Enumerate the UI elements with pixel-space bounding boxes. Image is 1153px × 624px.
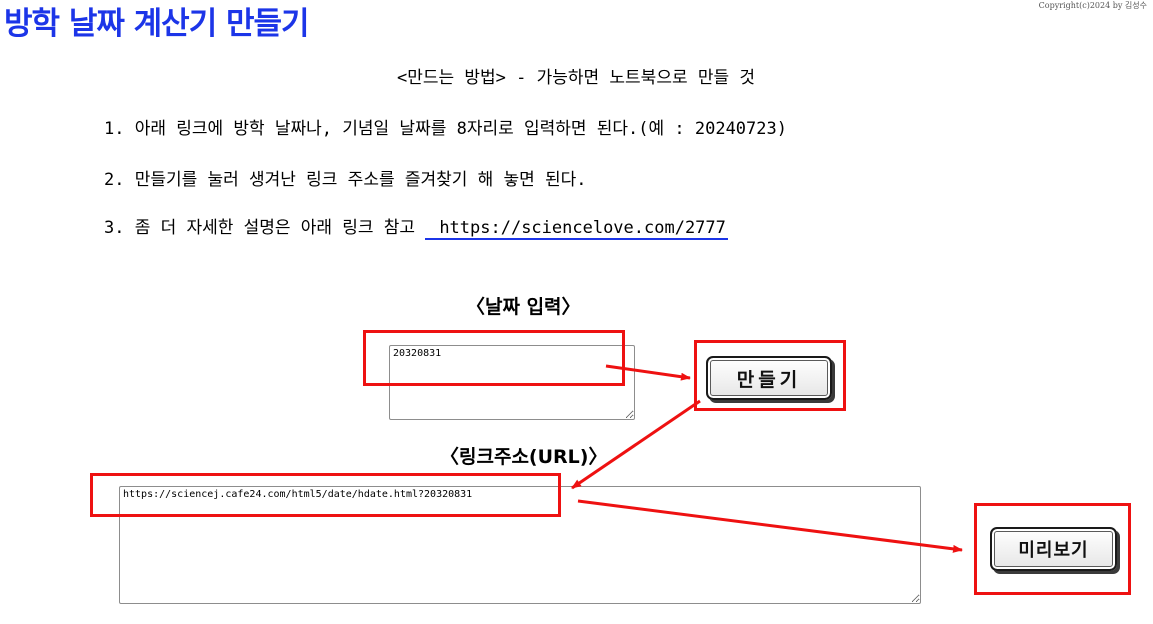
method-heading: <만드는 방법> - 가능하면 노트북으로 만들 것 — [397, 68, 755, 88]
arrow-date-to-make — [605, 364, 691, 381]
instruction-step-2: 2. 만들기를 눌러 생겨난 링크 주소를 즐겨찾기 해 놓면 된다. — [104, 170, 587, 190]
url-output[interactable] — [119, 486, 921, 604]
copyright-notice: Copyright(c)2024 by 김성수 — [1038, 1, 1147, 10]
highlight-make-button — [694, 340, 846, 411]
arrow-make-to-url — [571, 399, 701, 490]
instruction-step-3-text: 3. 좀 더 자세한 설명은 아래 링크 참고 — [104, 218, 426, 238]
date-input[interactable] — [389, 345, 635, 420]
preview-button[interactable]: 미리보기 — [990, 527, 1117, 571]
highlight-date-input — [363, 330, 625, 386]
reference-link[interactable]: https://sciencelove.com/2777 — [425, 218, 728, 240]
arrow-url-to-preview — [577, 499, 963, 553]
url-output-label: 〈링크주소(URL)〉 — [440, 446, 608, 468]
page-title: 방학 날짜 계산기 만들기 — [4, 6, 310, 42]
instruction-step-1: 1. 아래 링크에 방학 날짜나, 기념일 날짜를 8자리로 입력하면 된다.(… — [104, 119, 787, 139]
highlight-url-output — [90, 473, 561, 517]
highlight-preview-button — [974, 503, 1131, 595]
date-input-label: 〈날짜 입력〉 — [466, 296, 581, 318]
instruction-step-3: 3. 좀 더 자세한 설명은 아래 링크 참고 https://sciencel… — [104, 216, 728, 240]
make-button[interactable]: 만들기 — [706, 356, 832, 400]
